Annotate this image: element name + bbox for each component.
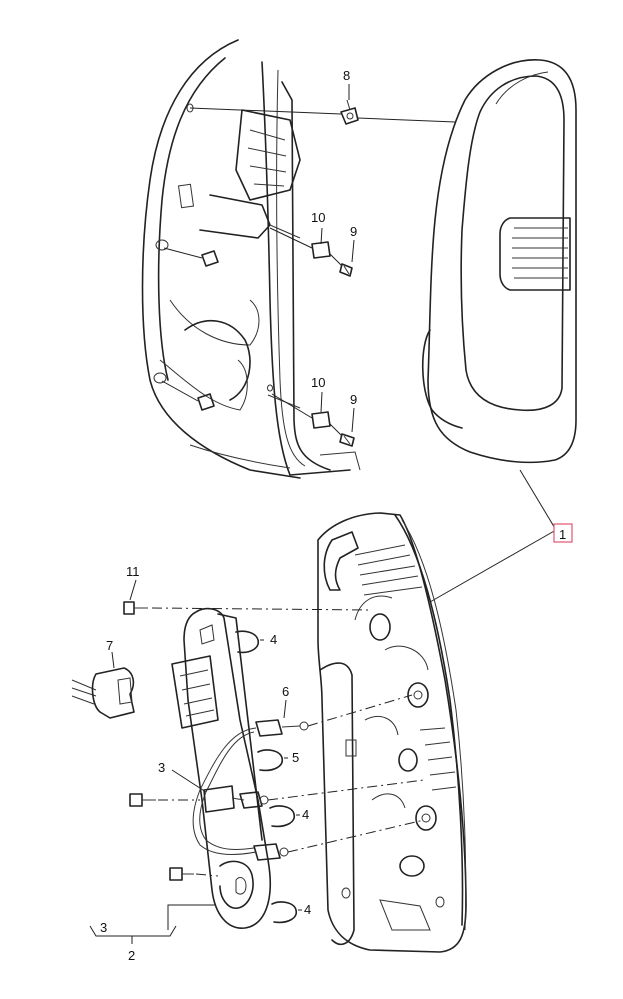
holder-lower-to-housing xyxy=(287,819,425,853)
bulb-item-4-top xyxy=(235,630,264,654)
callout-7: 7 xyxy=(106,638,113,653)
clip-item-10-upper xyxy=(269,227,331,259)
screw-item-11 xyxy=(123,579,148,615)
callout-10-lower: 10 xyxy=(311,375,325,390)
callout-1-leader xyxy=(429,469,557,603)
callout-6: 6 xyxy=(282,684,289,699)
callout-8: 8 xyxy=(343,68,350,83)
callout-5: 5 xyxy=(292,750,299,765)
callout-11: 11 xyxy=(126,564,140,579)
holder-middle-to-housing xyxy=(267,779,425,801)
callout-9-upper: 9 xyxy=(350,224,357,239)
screw-lower-line xyxy=(195,873,219,877)
clip-item-10-lower xyxy=(271,391,331,429)
screw-11-to-housing xyxy=(151,607,373,611)
bulb-holder-middle xyxy=(239,791,269,809)
callout-2: 2 xyxy=(128,948,135,963)
body-nut-upper xyxy=(163,247,219,267)
callout-1-highlight xyxy=(553,523,573,543)
callout-10-upper: 10 xyxy=(311,210,325,225)
vehicle-rear-body xyxy=(141,39,361,479)
bulb-holder-lower xyxy=(253,843,289,861)
callout-4-middle: 4 xyxy=(302,807,309,822)
callout-4-top: 4 xyxy=(270,632,277,647)
callout-9-lower: 9 xyxy=(350,392,357,407)
wiring-harness-item-3 xyxy=(171,727,257,856)
body-nut-lower xyxy=(161,380,215,411)
callout-3-lower: 3 xyxy=(100,920,107,935)
bulb-item-5 xyxy=(257,749,288,772)
nut-item-8 xyxy=(340,99,359,125)
connector-item-7 xyxy=(71,651,135,719)
carrier-screw-lower xyxy=(169,867,194,881)
callout-1: 1 xyxy=(559,527,566,542)
tail-light-lens-outline xyxy=(421,59,577,464)
bulb-item-4-bottom xyxy=(271,901,302,924)
callout-3-upper: 3 xyxy=(158,760,165,775)
callout-4-bottom: 4 xyxy=(304,902,311,917)
bulb-item-4-middle xyxy=(269,805,300,828)
holder-6-to-housing xyxy=(307,694,413,727)
tail-light-housing xyxy=(317,512,467,953)
bulb-holder-item-6 xyxy=(255,699,309,737)
nut-8-line xyxy=(189,107,456,123)
screw-item-9-upper xyxy=(329,239,355,277)
screw-item-9-lower xyxy=(329,407,355,447)
assembly-bracket xyxy=(89,904,216,944)
bulb-carrier xyxy=(171,607,272,929)
carrier-screw-middle xyxy=(129,793,156,807)
